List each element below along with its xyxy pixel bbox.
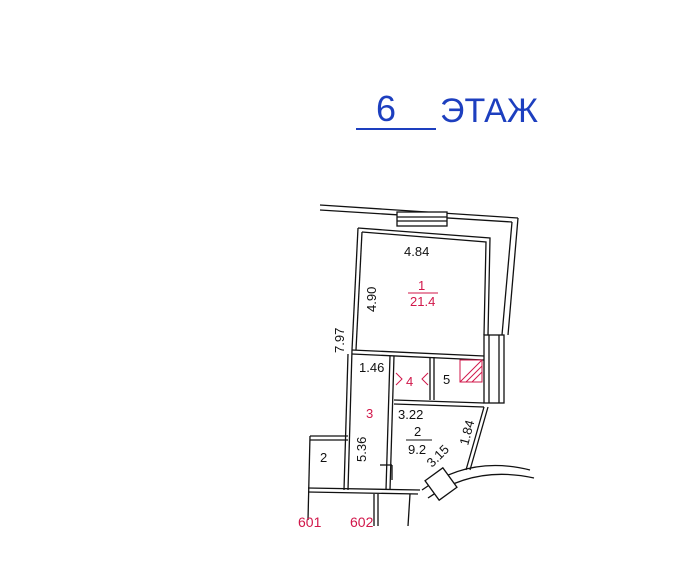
floor-number: 6 [376,88,397,129]
dim-room2-width: 3.22 [398,407,423,422]
room-1-number: 1 [418,278,425,293]
dim-room1-height: 4.90 [364,287,379,312]
dim-room3-height: 5.36 [354,437,369,462]
dim-room3-width: 1.46 [359,360,384,375]
floor-number-underline [356,128,436,130]
dim-room2-diagonal: 3.15 [424,442,453,471]
dim-room2-side: 1.84 [456,418,477,446]
room-4-number: 4 [406,374,413,389]
room-2-area: 9.2 [408,442,426,457]
dim-room1-width: 4.84 [404,244,429,259]
floor-title: 6 ЭТАЖ [356,88,556,138]
room-4-doors [395,372,429,386]
floor-label: ЭТАЖ [440,92,539,130]
walls [307,204,535,527]
room-2-number: 2 [414,424,421,439]
room-1-area: 21.4 [410,294,435,309]
dim-outer-height: 7.97 [332,328,347,353]
unit-601-label: 601 [298,514,322,530]
room-5-number: 5 [443,372,450,387]
unit-602-label: 602 [350,514,374,530]
staircase [459,359,483,383]
neighbor-room-2: 2 [320,450,327,465]
room-3-number: 3 [366,406,373,421]
